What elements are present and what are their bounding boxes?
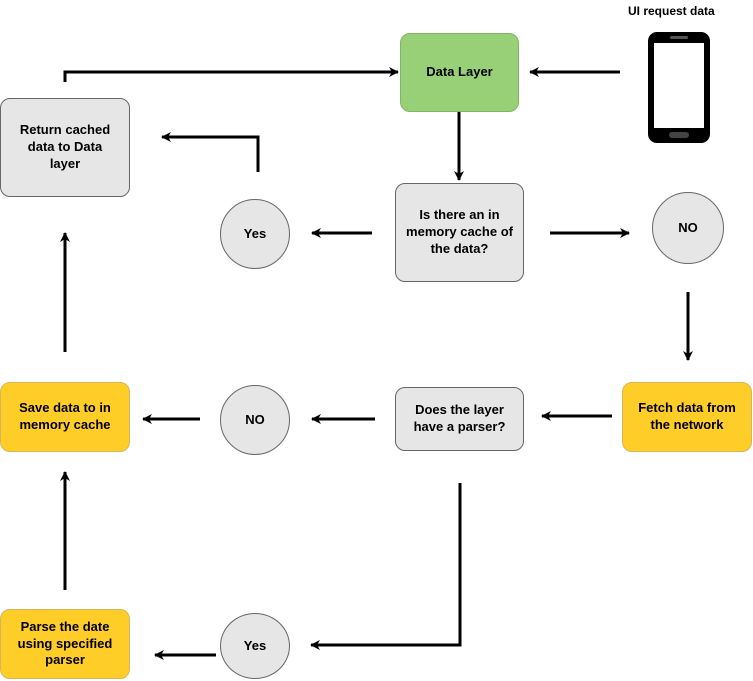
yes-bottom-label: Yes bbox=[243, 637, 267, 653]
data-layer-label: Data Layer bbox=[426, 64, 493, 80]
no-mid-label: NO bbox=[245, 411, 265, 427]
no-top-circle: NO bbox=[652, 192, 724, 264]
memory-cache-question-box: Is there an in memory cache of the data? bbox=[395, 183, 524, 282]
yes-bottom-circle: Yes bbox=[220, 613, 290, 679]
yes-top-circle: Yes bbox=[220, 199, 290, 269]
arrow-yes-to-returncached bbox=[161, 132, 260, 172]
parse-data-box: Parse the date using specified parser bbox=[0, 609, 130, 679]
save-cache-label: Save data to in memory cache bbox=[19, 400, 111, 432]
parse-data-label: Parse the date using specified parser bbox=[17, 618, 113, 668]
parser-question-label: Does the layer have a parser? bbox=[413, 402, 506, 434]
data-layer-box: Data Layer bbox=[400, 33, 519, 112]
fetch-network-box: Fetch data from the network bbox=[622, 382, 752, 452]
save-cache-box: Save data to in memory cache bbox=[0, 382, 130, 452]
no-top-label: NO bbox=[678, 219, 698, 235]
memory-cache-question-label: Is there an in memory cache of the data? bbox=[406, 207, 513, 256]
smartphone-icon bbox=[648, 32, 710, 143]
ui-request-label: UI request data bbox=[628, 4, 715, 18]
no-mid-circle: NO bbox=[220, 385, 290, 455]
arrow-returncached-to-datalayer bbox=[63, 67, 399, 82]
yes-top-label: Yes bbox=[243, 225, 267, 241]
fetch-network-label: Fetch data from the network bbox=[638, 400, 736, 432]
return-cached-label: Return cached data to Data layer bbox=[19, 122, 111, 171]
parser-question-box: Does the layer have a parser? bbox=[395, 387, 524, 451]
return-cached-box: Return cached data to Data layer bbox=[0, 98, 130, 197]
arrow-parserq-to-yes bbox=[310, 483, 462, 650]
